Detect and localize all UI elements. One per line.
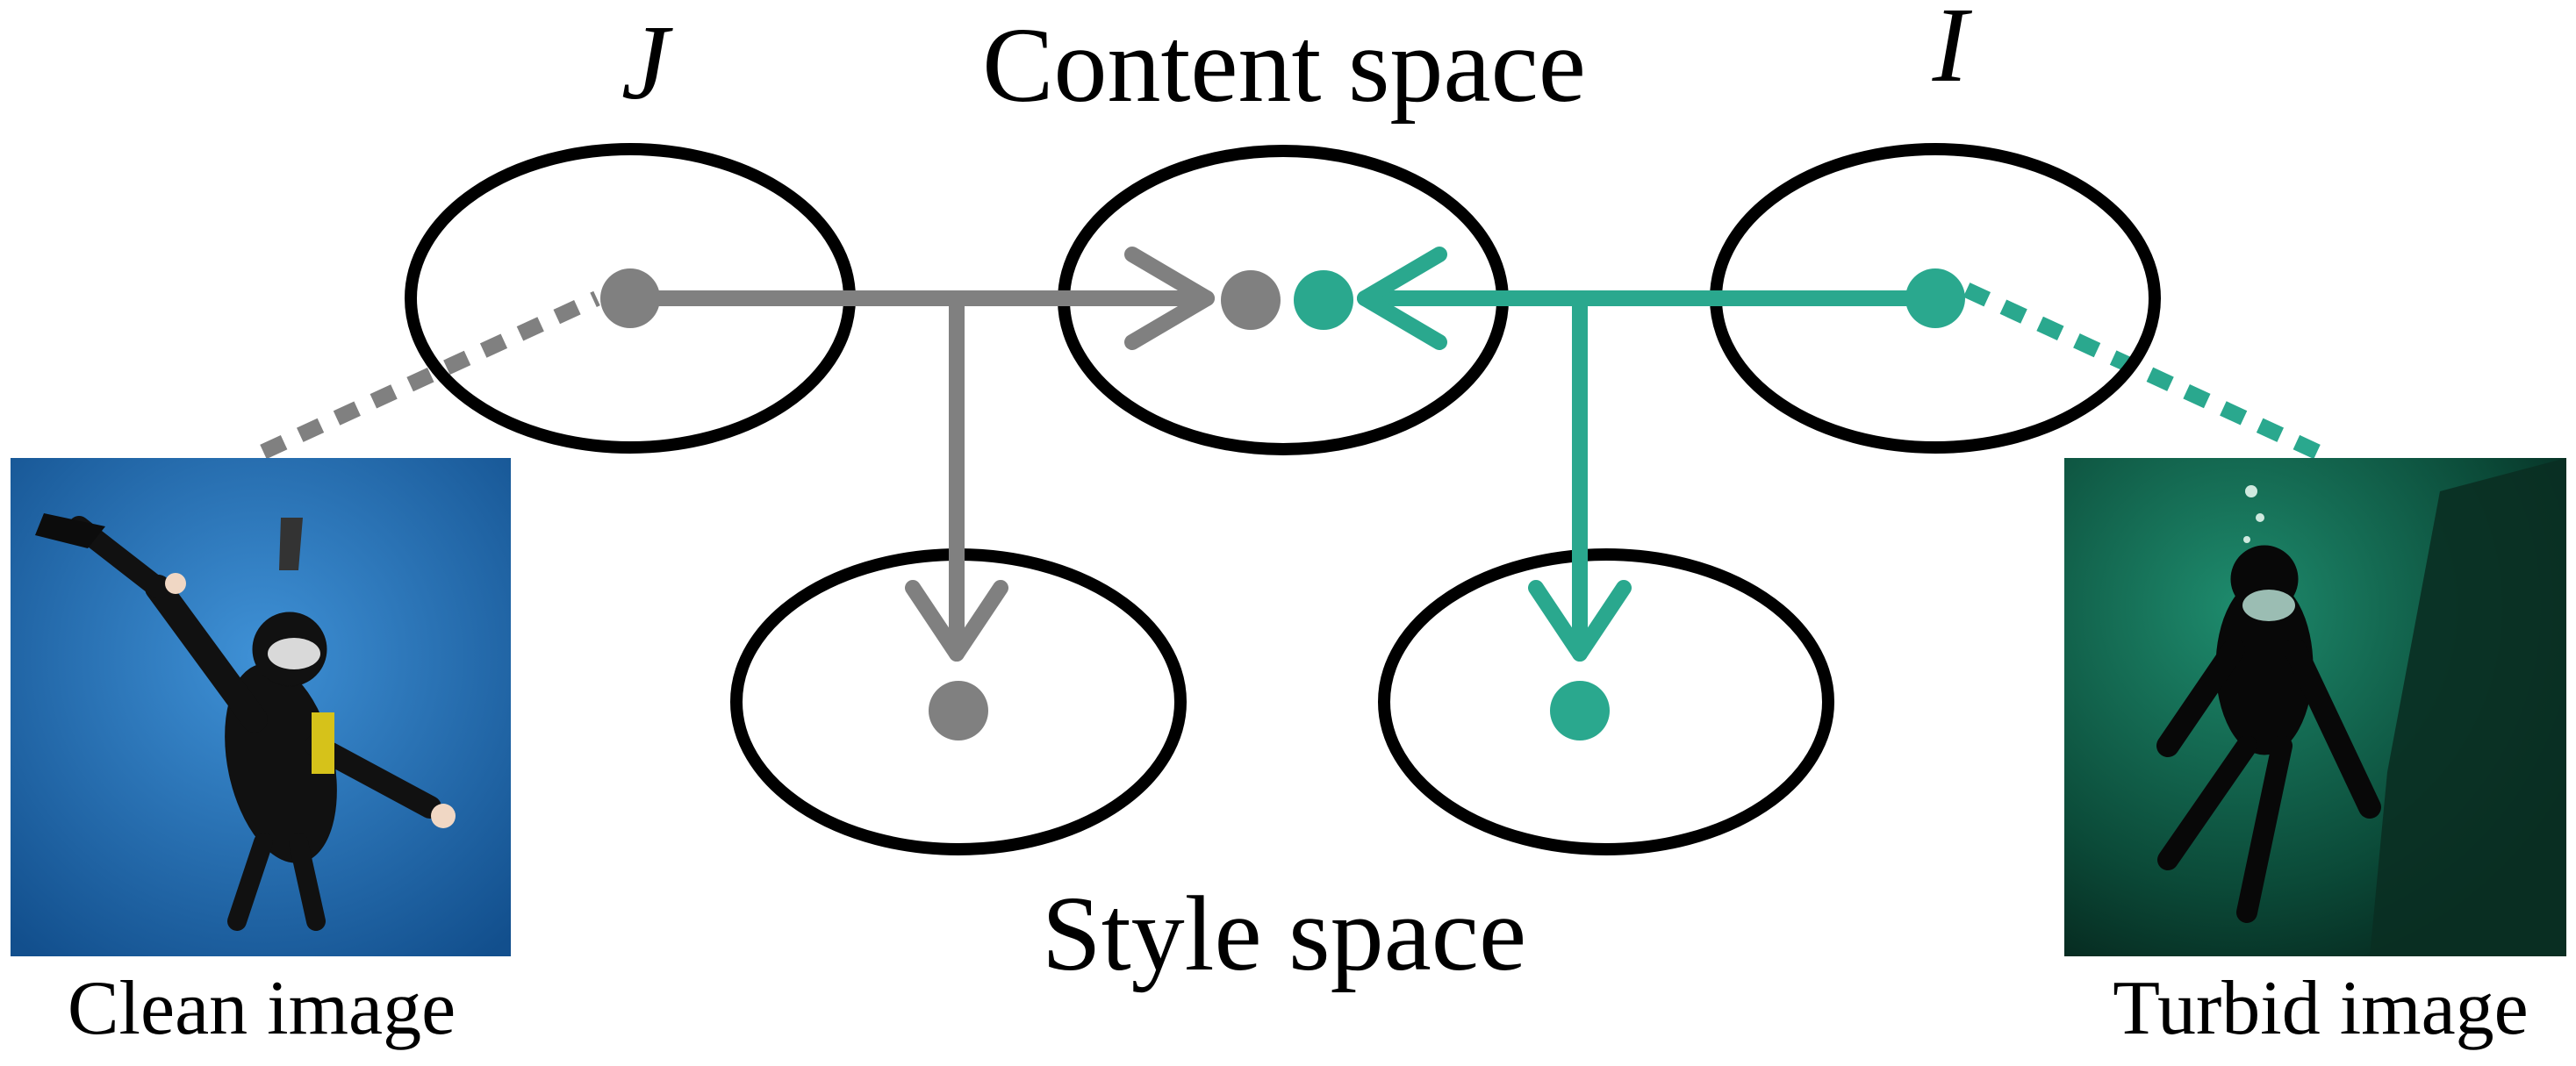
clean-variable-label: J — [621, 4, 673, 122]
diver-clean-water-photo — [11, 458, 511, 956]
clean-input-point — [600, 268, 660, 328]
turbid-content-point — [1294, 270, 1353, 330]
turbid-variable-label: I — [1932, 0, 1973, 104]
turbid-dotted-connector — [1962, 282, 2321, 460]
clean-style-point — [929, 681, 988, 740]
turbid-style-point — [1550, 681, 1610, 740]
clean-arrows — [622, 247, 1215, 662]
turbid-image-caption: Turbid image — [2113, 966, 2528, 1051]
turbid-arrows — [1357, 247, 1943, 662]
diver-turbid-water-photo — [2064, 458, 2566, 956]
turbid-style-ellipse — [1378, 548, 1834, 855]
content-space-label: Content space — [982, 6, 1586, 125]
style-space-label: Style space — [1042, 875, 1526, 993]
clean-dotted-connector — [260, 290, 600, 460]
clean-image-caption: Clean image — [68, 966, 456, 1051]
turbid-input-point — [1905, 268, 1965, 328]
clean-content-point — [1221, 270, 1281, 330]
